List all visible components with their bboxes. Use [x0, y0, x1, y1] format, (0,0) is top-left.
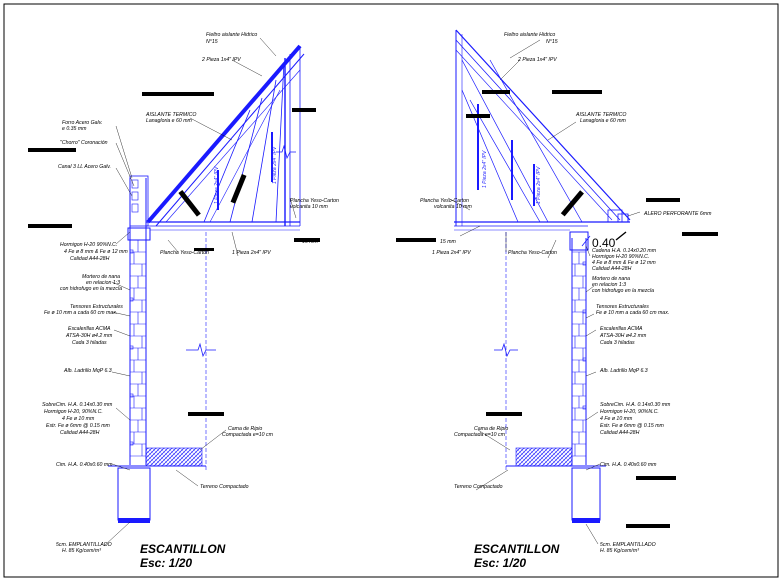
lbl-fieltro-n-left: N°15 [206, 39, 218, 45]
lbl-tensores-right: Tensores Estructurales [596, 304, 649, 310]
title-right: ESCANTILLON [474, 542, 560, 556]
lbl-fieltro-n-right: N°15 [546, 39, 558, 45]
lbl-mortero-b-right: en relacion 1:3 [592, 282, 626, 288]
scale-left: Esc: 1/20 [140, 556, 192, 570]
lbl-aislante-sub-left: Lanagloria e 60 mm [146, 118, 193, 124]
lbl-mortero-b-left: en relacion 1:3 [86, 280, 120, 286]
title-left: ESCANTILLON [140, 542, 226, 556]
wall-anchor-marks-right [582, 261, 587, 410]
lbl-pieza-2x4-right: 2 Pieza 1x4" IPV [517, 57, 557, 63]
lbl-mortero-c-right: con hidrofugo en la mezcla [592, 288, 654, 294]
lbl-pieza-2x4-left: 2 Pieza 1x4" IPV [201, 57, 241, 63]
lbl-escalerillas-left: Escalerillas ACMA [68, 326, 111, 332]
lbl-sobrecim-b-left: Hormigon H-20, 90%N.C. [44, 409, 103, 415]
lbl-15mm-left: 15 mm [302, 239, 319, 245]
lbl-forro-sub-left: e 0.35 mm [62, 126, 87, 132]
lbl-15mm-right: 15 mm [440, 239, 457, 245]
lbl-cadena-d-right: Calidad A44-28H [592, 266, 632, 272]
lbl-cama-b-right: Compactada e=10 cm [454, 432, 506, 438]
lbl-sobrecim-e-right: Calidad A44-28H [600, 430, 640, 436]
lbl-hormigon-c-left: Calidad A44-28H [70, 256, 110, 262]
lbl-escalerillas-right: Escalerillas ACMA [600, 326, 643, 332]
lbl-canal-left: Canal 3 LL Acero Galv. [58, 164, 111, 170]
lbl-ipv-vert-right: 1 Pieza 2x4" IPV [482, 150, 488, 188]
lbl-plancha-yc-left: Plancha Yeso-Carton [160, 250, 209, 256]
lbl-aislante-right: AISLANTE TERMICO [575, 112, 626, 118]
lbl-pieza-1x4-left: 1 Pieza 2x4" IPV [232, 250, 271, 256]
lbl-pieza-1x4-right: 1 Pieza 2x4" IPV [432, 250, 471, 256]
lbl-terreno-left: Terreno Compactado [200, 484, 249, 490]
lbl-sobrecim-b-right: Hormigon H-20, 90%N.C. [600, 409, 659, 415]
brick-hatch-left [130, 239, 146, 457]
lbl-hormigon-b-left: 4 Fe ø 8 mm & Fe ø 12 mm [64, 249, 128, 255]
lbl-sobrecim-c-right: 4 Fe ø 10 mm [600, 416, 633, 422]
lbl-cim-left: Cim. H.A. 0.40x0.60 mm [56, 462, 113, 468]
brick-hatch-right [572, 251, 586, 457]
lbl-escalerillas-b-left: ATSA-30H ø4.2 mm [65, 333, 113, 339]
lbl-fieltro-left: Fieltro aislante Hidrico [206, 32, 257, 38]
lbl-aislante-sub-right: Lanagloria e 60 mm [580, 118, 627, 124]
dimension-040: 0.40 [592, 236, 616, 250]
lbl-tensores-b-right: Fe ø 10 mm a cada 60 cm max. [596, 310, 669, 316]
lbl-volcanita-sub-left: volcanita 10 mm [290, 204, 328, 210]
right-callouts: Fieltro aislante Hidrico N°15 2 Pieza 1x… [396, 32, 718, 570]
lbl-cama-b-left: Compactada e=10 cm [222, 432, 274, 438]
right-section-detail: 0.40 [454, 29, 631, 523]
lbl-ipv-vert2-left: 1 Pieza 2x4" IPV [272, 146, 278, 184]
lbl-mortero-left: Mortero de nana [82, 274, 120, 280]
lbl-escalerillas-c-right: Cada 3 hiladas [600, 340, 635, 346]
lbl-sobrecim-c-left: 4 Fe ø 10 mm [62, 416, 95, 422]
lbl-cadena-c-right: 4 Fe ø 8 mm & Fe ø 12 mm [592, 260, 656, 266]
lbl-ipv-vert-left: 1 Pieza 2x4" IPV [214, 166, 220, 204]
lbl-emplantillado-left: 5cm. EMPLANTILLADO [56, 542, 112, 548]
lbl-plancha-volcanita-left: Plancha Yeso-Carton [290, 198, 339, 204]
lbl-sobrecim-left: SobreCim. H.A. 0.14x0.30 mm [42, 402, 113, 408]
sheet-border [3, 3, 779, 578]
lbl-mortero-right: Mortero de nana [592, 276, 630, 282]
lbl-cim-right: Cim. H.A. 0.40x0.60 mm [600, 462, 657, 468]
lbl-fieltro-right: Fieltro aislante Hidrico [504, 32, 555, 38]
lbl-tensores-left: Tensores Estructurales [70, 304, 123, 310]
lbl-sobrecim-right: SobreCim. H.A. 0.14x0.30 mm [600, 402, 671, 408]
lbl-plancha-yc-right: Plancha Yeso-Carton [508, 250, 557, 256]
lbl-ipv-vert2-right: 1 Pieza 2x4" IPV [536, 166, 542, 204]
lbl-cama-left: Cama de Ripio [228, 426, 262, 432]
lbl-emplantillado-b-left: H. 85 Kg/cem/m³ [62, 548, 101, 554]
lbl-sobrecim-d-left: Estr. Fe ø 6mm @ 0.15 mm [46, 423, 111, 429]
lbl-terreno-right: Terreno Compactado [454, 484, 503, 490]
lbl-plancha-volcanita-right: Plancha Yeso-Carton [420, 198, 469, 204]
lbl-emplantillado-right: 5cm. EMPLANTILLADO [600, 542, 656, 548]
lbl-cadena-b-right: Hormigon H-20 90%N.C. [592, 254, 649, 260]
lbl-ladrillo-right: Alb. Ladrillo MqP 6.3 [599, 368, 648, 374]
lbl-ladrillo-left: Alb. Ladrillo MqP 6.3 [63, 368, 112, 374]
lbl-chorro-left: "Chorro" Coronación [60, 140, 108, 146]
lbl-sobrecim-e-left: Calidad A44-28H [60, 430, 100, 436]
lbl-escalerillas-c-left: Cada 3 hiladas [72, 340, 107, 346]
lbl-cadena-right: Cadena H.A. 0.14x0.20 mm [592, 248, 657, 254]
lbl-hormigon-left: Hormigon H-20 90%N.C. [60, 242, 117, 248]
lbl-forro-left: Forro Acero Galv. [62, 120, 102, 126]
lbl-escalerillas-b-right: ATSA-30H ø4.2 mm [599, 333, 647, 339]
lbl-mortero-c-left: con hidrofugo en la mezcla [60, 286, 122, 292]
lbl-tensores-b-left: Fe ø 10 mm a cada 60 cm max. [44, 310, 117, 316]
scale-right: Esc: 1/20 [474, 556, 526, 570]
left-section-detail [108, 44, 305, 523]
lbl-volcanita-sub-right: volcanita 10 mm [434, 204, 472, 210]
lbl-aislante-left: AISLANTE TERMICO [145, 112, 196, 118]
lbl-sobrecim-d-right: Estr. Fe ø 6mm @ 0.15 mm [600, 423, 665, 429]
lbl-alero-right: ALERO PERFORANTE 6mm [643, 211, 712, 217]
wall-anchor-marks-left [129, 249, 134, 446]
lbl-cama-right: Cama de Ripio [474, 426, 508, 432]
left-callouts: Fieltro aislante Hidrico N°15 2 Pieza 1x… [28, 32, 339, 570]
lbl-emplantillado-b-right: H. 85 Kg/cem/m³ [600, 548, 639, 554]
